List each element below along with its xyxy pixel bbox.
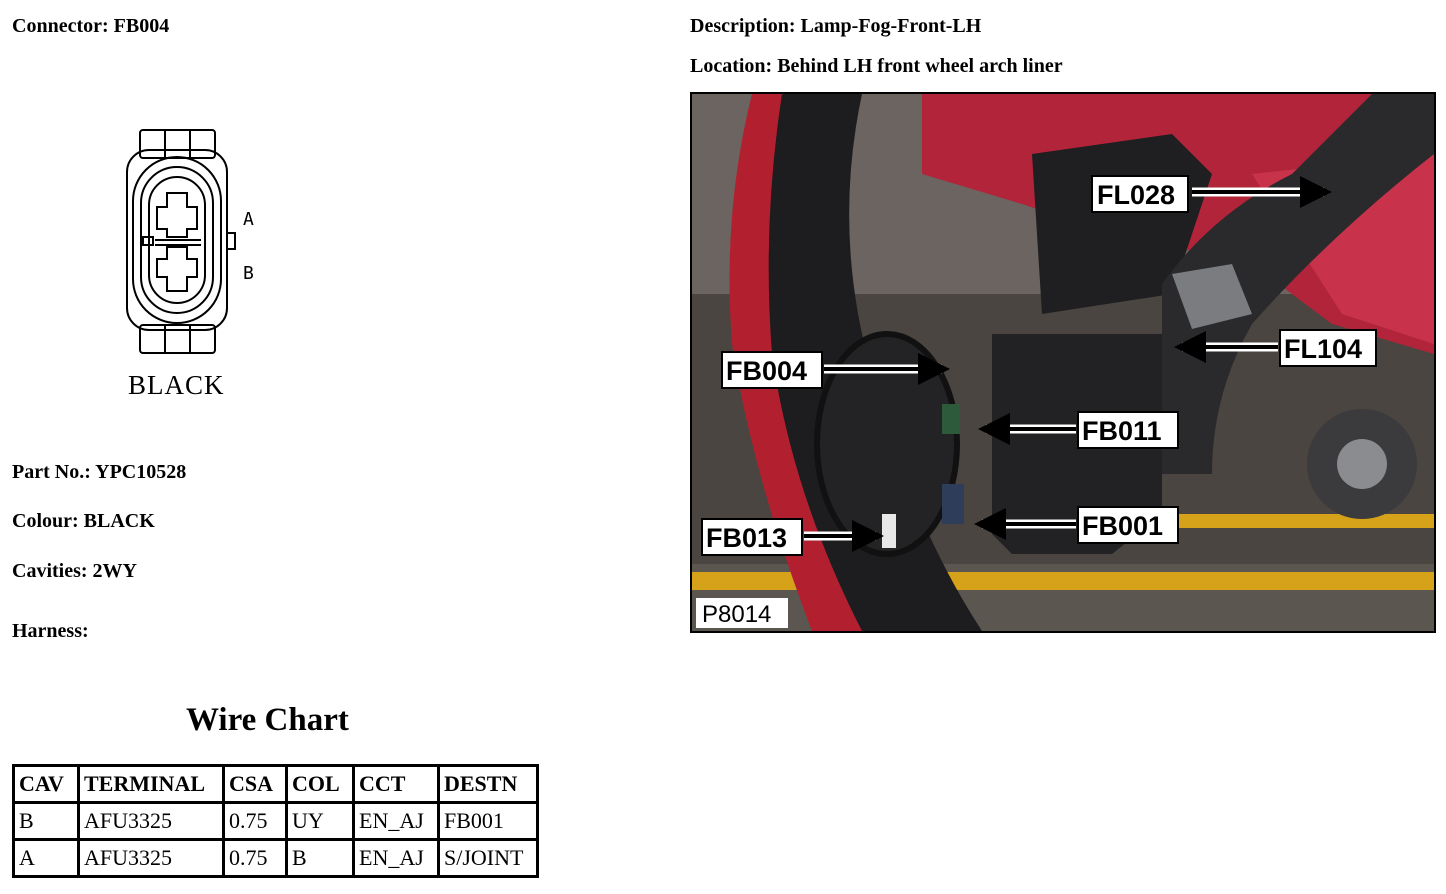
cell-destn: S/JOINT (437, 838, 539, 878)
callout-fl028: FL028 (1097, 180, 1175, 210)
cell-cct: EN_AJ (352, 801, 440, 841)
cell-terminal: AFU3325 (77, 838, 225, 878)
cavities-field: Cavities: 2WY (12, 559, 137, 583)
colour-field: Colour: BLACK (12, 509, 155, 533)
harness-label: Harness: (12, 620, 89, 642)
cell-terminal: AFU3325 (77, 801, 225, 841)
table-header-row: CAV TERMINAL CSA COL CCT DESTN (12, 764, 539, 804)
col-csa-header: CSA (222, 764, 288, 804)
cell-cct: EN_AJ (352, 838, 440, 878)
connector-id-field: Connector: FB004 (12, 14, 169, 38)
callout-fl104: FL104 (1284, 334, 1362, 364)
col-cav-header: CAV (12, 764, 80, 804)
location-field: Location: Behind LH front wheel arch lin… (690, 54, 1063, 78)
colour-value: BLACK (83, 510, 155, 532)
photo-id-label: P8014 (702, 601, 771, 628)
table-row: A AFU3325 0.75 B EN_AJ S/JOINT (12, 838, 539, 878)
connector-id-label: Connector: (12, 15, 109, 37)
callout-fb011: FB011 (1082, 416, 1162, 446)
col-terminal-header: TERMINAL (77, 764, 225, 804)
cell-csa: 0.75 (222, 838, 288, 878)
part-no-label: Part No.: (12, 461, 91, 483)
description-field: Description: Lamp-Fog-Front-LH (690, 14, 981, 38)
description-label: Description: (690, 15, 796, 37)
cavities-label: Cavities: (12, 560, 88, 582)
table-row: B AFU3325 0.75 UY EN_AJ FB001 (12, 801, 539, 841)
col-cct-header: CCT (352, 764, 440, 804)
part-no-value: YPC10528 (95, 461, 187, 483)
wire-chart-title: Wire Chart (186, 702, 349, 738)
cell-cav: B (12, 801, 80, 841)
cell-destn: FB001 (437, 801, 539, 841)
col-col-header: COL (285, 764, 355, 804)
cell-col: UY (285, 801, 355, 841)
harness-field: Harness: (12, 619, 89, 643)
location-value: Behind LH front wheel arch liner (777, 55, 1063, 77)
cell-csa: 0.75 (222, 801, 288, 841)
col-destn-header: DESTN (437, 764, 539, 804)
connector-colour-caption: BLACK (128, 370, 225, 400)
location-photo: FL028 FL104 FB004 FB011 FB013 FB001 P801… (690, 92, 1436, 633)
pin-a-label: A (243, 209, 254, 230)
cell-cav: A (12, 838, 80, 878)
location-label: Location: (690, 55, 773, 77)
part-no-field: Part No.: YPC10528 (12, 460, 186, 484)
cell-col: B (285, 838, 355, 878)
pin-b-label: B (243, 263, 254, 284)
connector-face-diagram: A B (126, 129, 254, 354)
cavities-value: 2WY (92, 560, 137, 582)
callout-fb004: FB004 (726, 356, 807, 386)
callout-fb001: FB001 (1082, 511, 1163, 541)
description-value: Lamp-Fog-Front-LH (800, 15, 982, 37)
colour-label: Colour: (12, 510, 79, 532)
callout-layer: FL028 FL104 FB004 FB011 FB013 FB001 P801… (696, 175, 1377, 628)
callout-fb013: FB013 (706, 523, 787, 553)
wire-chart-table: CAV TERMINAL CSA COL CCT DESTN B AFU3325… (12, 764, 539, 878)
connector-id-value: FB004 (113, 15, 170, 37)
